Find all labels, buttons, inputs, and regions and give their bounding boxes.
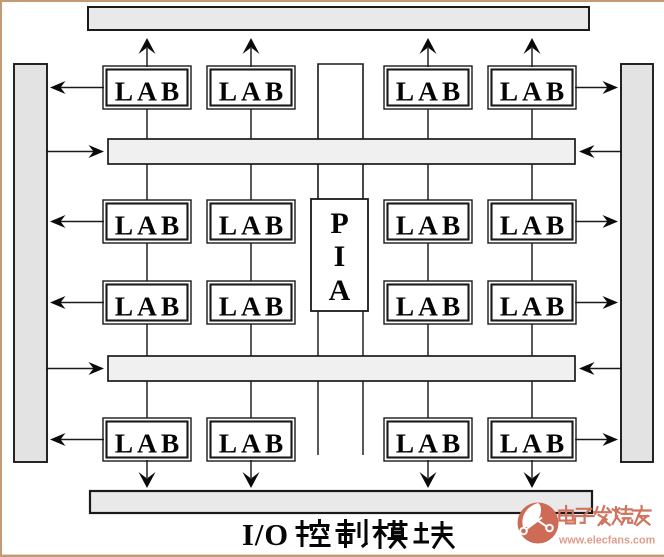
svg-text:LAB: LAB (500, 210, 569, 241)
svg-text:LAB: LAB (219, 210, 288, 241)
svg-text:A: A (329, 274, 351, 307)
svg-text:LAB: LAB (396, 210, 465, 241)
svg-text:LAB: LAB (500, 428, 569, 459)
svg-text:LAB: LAB (396, 428, 465, 459)
svg-text:LAB: LAB (219, 291, 288, 322)
svg-text:LAB: LAB (115, 210, 184, 241)
svg-text:LAB: LAB (396, 291, 465, 322)
svg-text:LAB: LAB (396, 76, 465, 107)
svg-text:P: P (330, 207, 348, 240)
svg-text:LAB: LAB (115, 428, 184, 459)
svg-text:www.elecfans.com: www.elecfans.com (558, 535, 655, 547)
svg-text:I/O: I/O (242, 518, 289, 552)
svg-text:I: I (334, 240, 346, 273)
svg-text:LAB: LAB (500, 76, 569, 107)
svg-text:LAB: LAB (219, 76, 288, 107)
svg-text:LAB: LAB (115, 291, 184, 322)
svg-text:LAB: LAB (115, 76, 184, 107)
svg-text:LAB: LAB (219, 428, 288, 459)
svg-text:LAB: LAB (500, 291, 569, 322)
